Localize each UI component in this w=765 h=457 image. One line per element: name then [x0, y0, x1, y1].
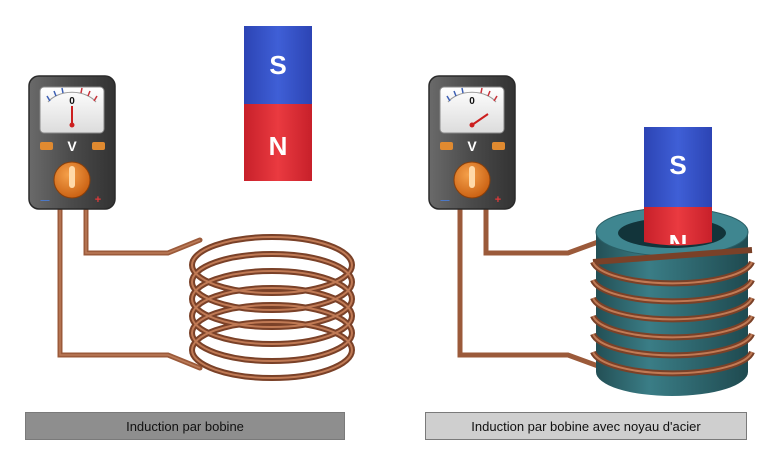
meter-zero-label: 0	[469, 96, 475, 107]
copper-wire	[457, 207, 601, 369]
meter-minus-terminal: —	[441, 195, 450, 205]
meter-indicator-right	[492, 142, 505, 150]
induction-coil-button[interactable]: Induction par bobine	[25, 412, 345, 440]
copper-wire	[57, 207, 203, 371]
induction-steel-core-button-label: Induction par bobine avec noyau d'acier	[471, 418, 701, 434]
bar-magnet: S N	[244, 26, 312, 181]
left-scene: S N	[28, 26, 355, 381]
meter-minus-terminal: —	[41, 195, 50, 205]
magnet-south-pole	[244, 26, 312, 104]
magnet-south-label: S	[269, 50, 286, 80]
magnet-north-label: N	[269, 131, 288, 161]
copper-coil	[189, 234, 355, 381]
magnet-north-label: N	[669, 229, 688, 259]
magnet-south-pole	[644, 127, 712, 207]
magnet-north-pole	[644, 207, 712, 246]
meter-indicator-left	[440, 142, 453, 150]
meter-indicator-right	[92, 142, 105, 150]
voltmeter: 0 V — +	[28, 75, 116, 210]
meter-plus-terminal: +	[95, 194, 101, 206]
meter-unit-label: V	[67, 138, 77, 154]
meter-indicator-left	[40, 142, 53, 150]
meter-plus-terminal: +	[495, 194, 501, 206]
induction-coil-button-label: Induction par bobine	[126, 418, 244, 434]
right-scene: S N	[428, 75, 755, 396]
meter-needle	[471, 113, 489, 126]
induction-steel-core-button[interactable]: Induction par bobine avec noyau d'acier	[425, 412, 747, 440]
bar-magnet: S N	[644, 127, 712, 259]
meter-unit-label: V	[467, 138, 477, 154]
magnet-north-pole	[244, 104, 312, 181]
voltmeter: 0 V — +	[428, 75, 516, 210]
magnet-south-label: S	[669, 150, 686, 180]
meter-dial	[439, 86, 505, 134]
meter-zero-label: 0	[69, 96, 75, 107]
copper-coil	[590, 247, 755, 377]
